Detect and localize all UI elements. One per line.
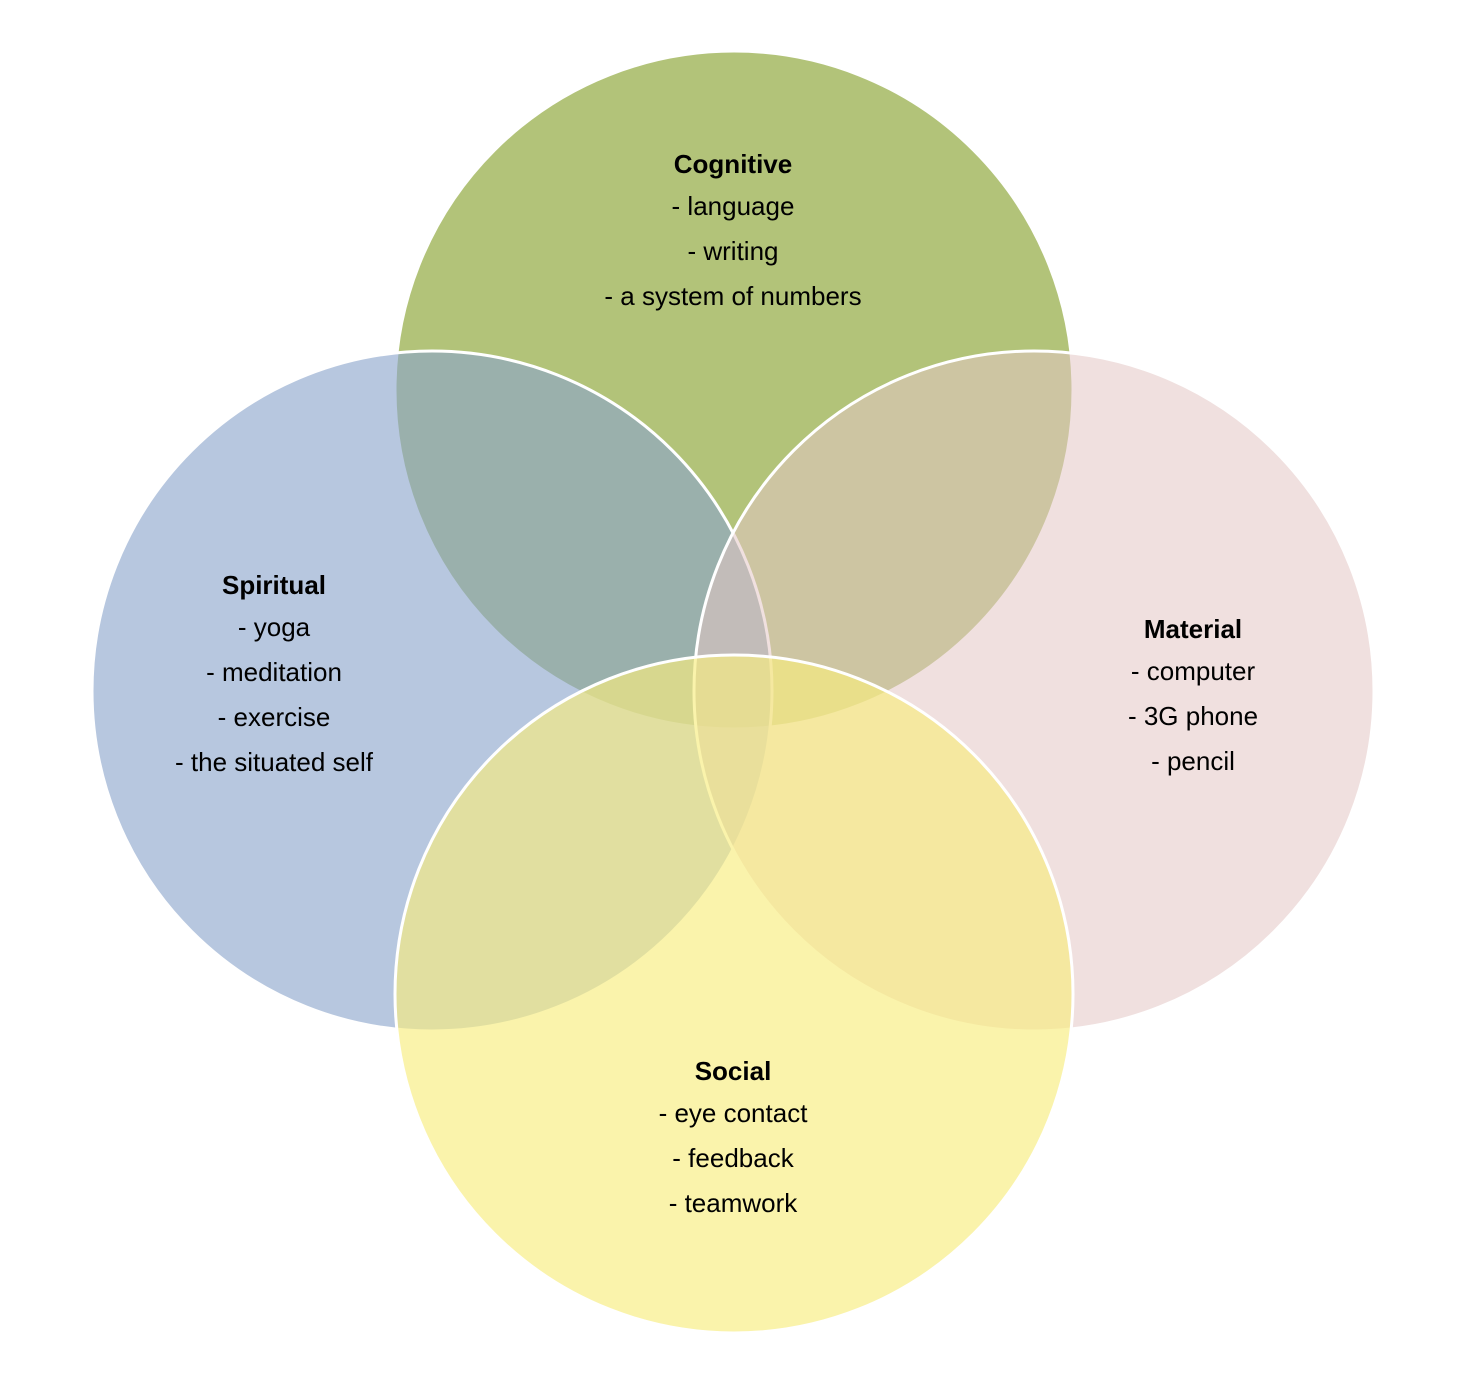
spiritual-item: - exercise bbox=[217, 702, 331, 732]
material-item: - computer bbox=[1130, 656, 1256, 686]
label-material: Material - computer - 3G phone - pencil bbox=[983, 609, 1403, 784]
cognitive-item: - language bbox=[671, 191, 795, 221]
spiritual-title: Spiritual bbox=[221, 570, 326, 600]
cognitive-item: - writing bbox=[687, 236, 779, 266]
cognitive-items: - language - writing - a system of numbe… bbox=[523, 184, 943, 319]
material-items: - computer - 3G phone - pencil bbox=[983, 649, 1403, 784]
cognitive-title: Cognitive bbox=[673, 149, 793, 179]
material-item: - 3G phone bbox=[1127, 701, 1259, 731]
spiritual-item: - meditation bbox=[206, 657, 342, 687]
social-items: - eye contact - feedback - teamwork bbox=[523, 1091, 943, 1226]
material-title: Material bbox=[1143, 614, 1243, 644]
social-item: - eye contact bbox=[658, 1098, 808, 1128]
social-item: - feedback bbox=[672, 1143, 794, 1173]
social-item: - teamwork bbox=[668, 1188, 798, 1218]
social-title: Social bbox=[694, 1056, 772, 1086]
material-item: - pencil bbox=[1151, 746, 1235, 776]
spiritual-item: - the situated self bbox=[175, 747, 373, 777]
label-cognitive: Cognitive - language - writing - a syste… bbox=[523, 144, 943, 319]
spiritual-items: - yoga - meditation - exercise - the sit… bbox=[64, 605, 484, 785]
label-spiritual: Spiritual - yoga - meditation - exercise… bbox=[64, 565, 484, 785]
label-social: Social - eye contact - feedback - teamwo… bbox=[523, 1051, 943, 1226]
cognitive-item: - a system of numbers bbox=[604, 281, 862, 311]
circle-social bbox=[393, 653, 1075, 1335]
spiritual-item: - yoga bbox=[237, 612, 311, 642]
